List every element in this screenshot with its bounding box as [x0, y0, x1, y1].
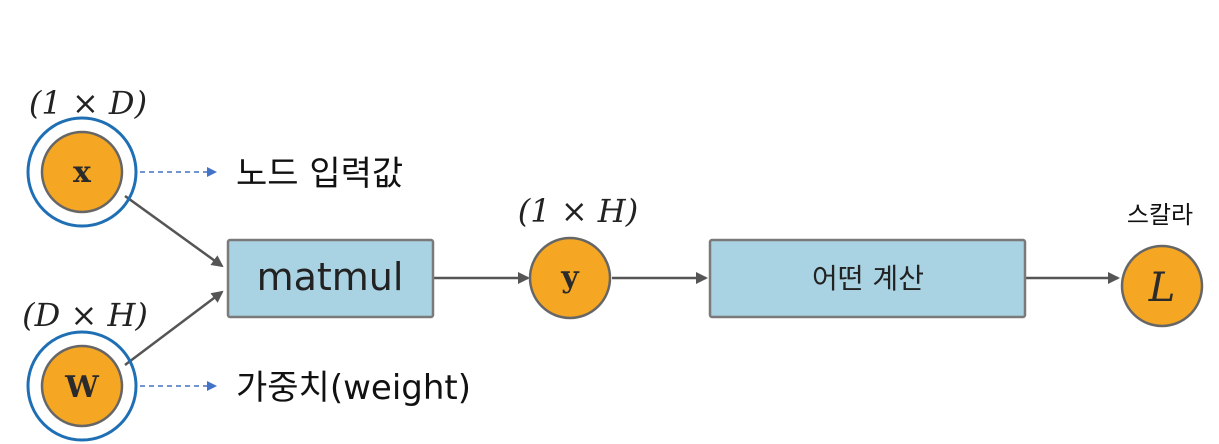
- node-w-shape: (D × H): [22, 296, 148, 334]
- node-x: x: [26, 116, 138, 228]
- node-x-circle: [40, 130, 124, 214]
- highlight-ring-w: [26, 330, 138, 442]
- compute-box: 어떤 계산: [708, 238, 1027, 319]
- node-l: L: [1120, 244, 1204, 328]
- node-x-label: x: [73, 155, 92, 190]
- node-y: y: [528, 236, 612, 320]
- annotation-x: 노드 입력값: [236, 154, 403, 194]
- matmul-label: matmul: [257, 255, 404, 299]
- node-l-shape: 스칼라: [1127, 201, 1193, 229]
- annotation-w: 가중치(weight): [236, 368, 471, 408]
- node-y-label: y: [560, 260, 580, 295]
- edge-w-to-matmul: [124, 290, 224, 366]
- highlight-ring-x: [26, 116, 138, 228]
- node-w-circle: [40, 344, 124, 428]
- matmul-box: matmul: [226, 238, 435, 319]
- compute-label: 어떤 계산: [812, 262, 924, 295]
- node-l-circle: [1120, 244, 1204, 328]
- node-y-shape: (1 × H): [518, 192, 638, 230]
- edge-x-to-matmul: [124, 194, 224, 268]
- node-w-label: W: [64, 370, 100, 405]
- node-l-label: L: [1148, 265, 1176, 311]
- node-x-shape: (1 × D): [29, 84, 147, 122]
- node-w: W: [26, 330, 138, 442]
- node-y-circle: [528, 236, 612, 320]
